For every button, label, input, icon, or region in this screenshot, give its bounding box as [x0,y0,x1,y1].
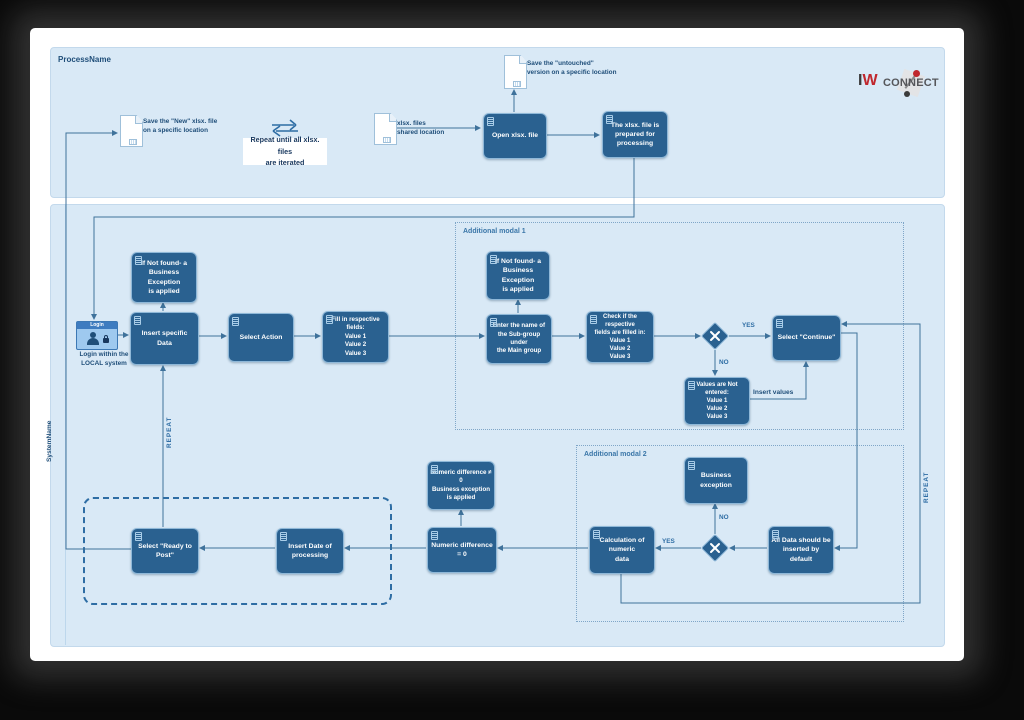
task-select-action[interactable]: Select Action [228,313,294,362]
document-grid-mark [382,137,391,143]
task-label: Business exception [700,472,732,489]
document-fold [389,114,396,122]
pool-systemname-title: SystemName [46,420,53,462]
task-business-exception[interactable]: Business exception [684,457,748,504]
task-all-data-default[interactable]: All Data should be inserted by default [768,526,834,574]
task-insert-specific-data[interactable]: Insert specific Data [130,312,199,365]
task-insert-date[interactable]: Insert Date of processing [276,528,344,574]
task-label: Insert Date of processing [288,542,332,559]
task-label: The xlsx. file is prepared for processin… [610,121,660,148]
lock-icon [103,335,109,343]
task-if-not-found-2[interactable]: If Not found- a Business Exception is ap… [486,251,550,300]
task-type-icon [232,317,239,326]
task-type-icon [688,381,695,390]
task-label: Select "Continue" [777,334,836,342]
task-type-icon [431,531,438,540]
task-label: Check if the respective fields are fille… [594,313,646,361]
note-save-new: Save the "New" xlsx. file on a specific … [143,118,218,134]
edge-label-no-1: NO [719,359,729,366]
task-calculation-numeric[interactable]: Calculation of numeric data [589,526,655,574]
login-window-titlebar: Login [77,322,117,329]
loop-arrows-icon [272,119,298,137]
document-shared-location-icon[interactable] [374,113,397,145]
group-additional-modal-2-title: Additional modal 2 [584,451,647,458]
task-type-icon [606,115,613,124]
group-posting-loop [83,497,392,605]
document-grid-mark [512,81,521,87]
task-label: If Not found- a Business Exception is ap… [494,258,542,293]
task-type-icon [772,530,779,539]
task-type-icon [490,318,497,327]
logo-red-dot [913,70,920,77]
task-label: Values are Not entered: Value 1 Value 2 … [696,381,738,421]
task-label: Select Action [239,333,283,341]
task-type-icon [431,465,438,474]
gateway-fields-filled[interactable] [700,321,730,351]
edge-label-yes-2: YES [662,538,675,545]
task-values-not-entered[interactable]: Values are Not entered: Value 1 Value 2 … [684,377,750,425]
note-login: Login within the LOCAL system [79,351,129,367]
group-additional-modal-1-title: Additional modal 1 [463,228,526,235]
task-type-icon [490,255,497,264]
edge-label-no-2: NO [719,514,729,521]
task-enter-subgroup-name[interactable]: Enter the name of the Sub-group under th… [486,314,552,364]
task-type-icon [280,532,287,541]
task-type-icon [487,117,494,126]
task-label: Fill in respective fields: Value 1 Value… [331,316,380,357]
logo-connect: CONNECT [883,77,939,89]
edge-label-insert-values: Insert values [753,389,794,396]
task-label: Insert specific Data [141,330,188,347]
edge-label-yes-1: YES [742,322,755,329]
task-label: Select "Ready to Post" [138,542,192,559]
pool-processname-title: ProcessName [58,55,111,64]
task-type-icon [134,316,141,325]
task-check-fields[interactable]: Check if the respective fields are fille… [586,311,654,363]
task-numeric-diff-not-zero[interactable]: Numeric difference ≠ 0 Business exceptio… [427,461,495,510]
task-type-icon [590,315,597,324]
login-window-icon[interactable]: Login [76,321,118,350]
gateway-data-default[interactable] [700,533,730,563]
document-fold [135,116,142,124]
logo-iw: IW [858,72,878,89]
lane-divider [65,204,66,645]
task-type-icon [135,532,142,541]
task-numeric-diff-zero[interactable]: Numeric difference = 0 [427,527,497,573]
task-type-icon [776,319,783,328]
note-untouched: Save the "untouched" version on a specif… [527,60,617,76]
task-label: Numeric difference ≠ 0 Business exceptio… [430,468,492,501]
x-icon [710,331,720,341]
task-type-icon [135,256,142,265]
task-select-ready-to-post[interactable]: Select "Ready to Post" [131,528,199,574]
user-icon [90,332,96,338]
logo-dark-dot [904,91,910,97]
task-type-icon [326,315,333,324]
edge-label-repeat-lane: REPEAT [166,416,173,448]
task-label: Enter the name of the Sub-group under th… [492,322,546,355]
task-open-xlsx-file[interactable]: Open xlsx. file [483,113,547,159]
task-type-icon [688,461,695,470]
iwconnect-logo: IW CONNECT [858,68,948,98]
edge-label-repeat-right: REPEAT [923,471,930,503]
task-fill-fields[interactable]: Fill in respective fields: Value 1 Value… [322,311,389,363]
task-type-icon [593,530,600,539]
x-icon [710,543,720,553]
note-shared-location: xlsx. files shared location [397,120,445,136]
task-label: All Data should be inserted by default [771,537,831,563]
task-select-continue[interactable]: Select "Continue" [772,315,841,361]
task-file-prepared[interactable]: The xlsx. file is prepared for processin… [602,111,668,158]
document-save-new-icon[interactable] [120,115,143,147]
document-fold [519,56,526,64]
task-label: Calculation of numeric data [599,537,645,563]
document-untouched-icon[interactable] [504,55,527,89]
document-grid-mark [128,139,137,145]
task-if-not-found-1[interactable]: If Not found- a Business Exception is ap… [131,252,197,303]
task-label: Open xlsx. file [491,132,539,140]
note-repeat-loop: Repeat until all xlsx. files are iterate… [243,135,327,167]
user-icon-body [87,338,99,345]
task-label: If Not found- a Business Exception is ap… [140,260,188,295]
task-label: Numeric difference = 0 [431,541,493,558]
